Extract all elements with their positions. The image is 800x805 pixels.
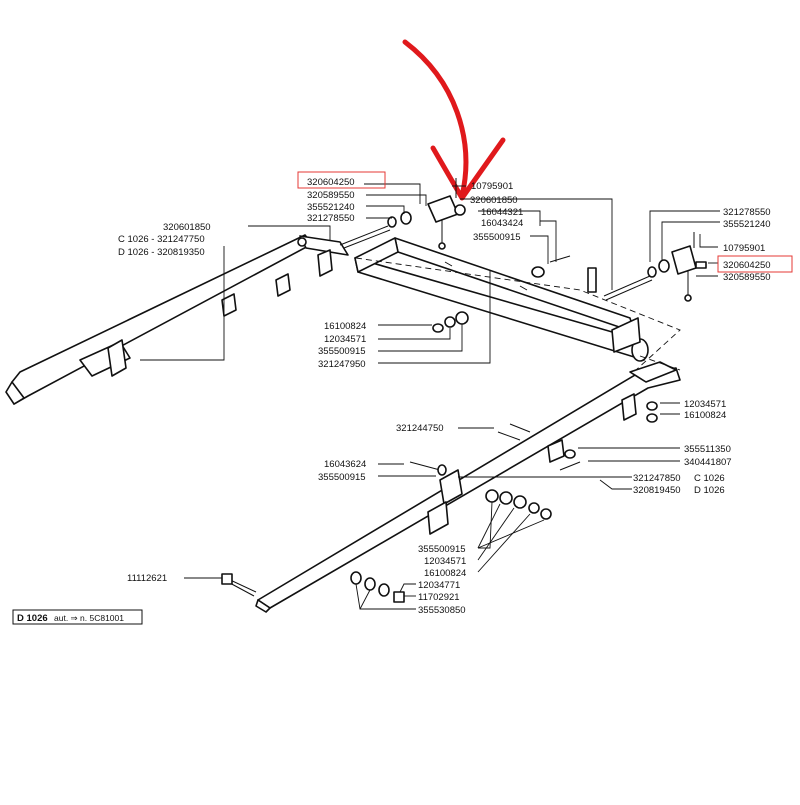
part-label: 340441807 bbox=[684, 457, 732, 468]
part-label: 16044321 bbox=[481, 207, 523, 218]
model-note-box: D 1026 aut. ⇒ n. 5C81001 bbox=[12, 609, 143, 625]
part-label: 355500915 bbox=[318, 472, 366, 483]
part-label: C 1026 bbox=[694, 473, 725, 484]
part-label: 16100824 bbox=[324, 321, 366, 332]
note-text: aut. ⇒ n. 5C81001 bbox=[54, 613, 124, 623]
part-label: 12034571 bbox=[684, 399, 726, 410]
part-number-labels: 320604250 320589550 355521240 321278550 … bbox=[118, 177, 771, 616]
part-label: 10795901 bbox=[723, 243, 765, 254]
part-label: 355500915 bbox=[318, 346, 366, 357]
dashed-reference-lines bbox=[355, 257, 681, 371]
part-label: 321278550 bbox=[307, 213, 355, 224]
hardware-middle bbox=[409, 311, 658, 476]
part-label: 320819450 bbox=[633, 485, 681, 496]
part-label: 12034571 bbox=[424, 556, 466, 567]
part-label: 320589550 bbox=[723, 272, 771, 283]
part-label: 320604250 bbox=[723, 260, 771, 271]
part-label: 10795901 bbox=[471, 181, 513, 192]
part-label: 320601850 bbox=[163, 222, 211, 233]
part-label: D 1026 bbox=[694, 485, 725, 496]
highlight-box-left bbox=[297, 171, 386, 189]
part-label: 355530850 bbox=[418, 605, 466, 616]
part-label: 12034571 bbox=[324, 334, 366, 345]
part-label: 16043424 bbox=[481, 218, 523, 229]
rear-crossbar bbox=[354, 237, 649, 362]
part-label: 355500915 bbox=[473, 232, 521, 243]
part-label: 11702921 bbox=[418, 592, 460, 603]
part-label: 16100824 bbox=[684, 410, 726, 421]
right-side-arm bbox=[255, 361, 681, 613]
part-label: 355511350 bbox=[684, 444, 731, 455]
part-label: 16100824 bbox=[424, 568, 466, 579]
left-rear-arm bbox=[5, 234, 349, 405]
highlight-box-right bbox=[717, 255, 793, 273]
part-label: 320589550 bbox=[307, 190, 355, 201]
part-label: D 1026 - 320819350 bbox=[118, 247, 205, 258]
part-label: 12034771 bbox=[418, 580, 460, 591]
part-label: 321247950 bbox=[318, 359, 366, 370]
part-label: C 1026 - 321247750 bbox=[118, 234, 205, 245]
leader-lines bbox=[140, 183, 720, 610]
part-label: 320604250 bbox=[307, 177, 355, 188]
part-label: 355500915 bbox=[418, 544, 466, 555]
part-label: 321278550 bbox=[723, 207, 771, 218]
hardware-right-top bbox=[531, 232, 707, 302]
part-label: 355521240 bbox=[307, 202, 355, 213]
part-label: 16043624 bbox=[324, 459, 366, 470]
part-label: 11112621 bbox=[127, 573, 167, 584]
note-model: D 1026 bbox=[17, 613, 48, 624]
red-pointer-arrow bbox=[402, 39, 506, 201]
hardware-top-center bbox=[339, 178, 466, 250]
part-label: 355521240 bbox=[723, 219, 771, 230]
part-label: 321244750 bbox=[396, 423, 444, 434]
part-label: 320601850 bbox=[470, 195, 518, 206]
part-label: 321247850 bbox=[633, 473, 681, 484]
